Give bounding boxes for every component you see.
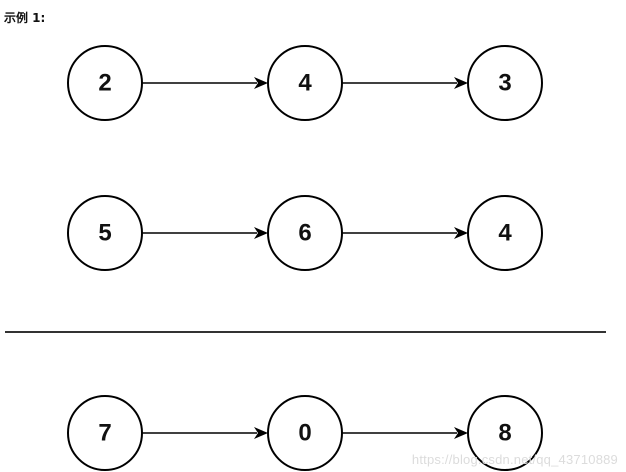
arrow-head-icon xyxy=(254,77,268,89)
node-circle xyxy=(467,195,543,271)
list-node: 2 xyxy=(67,45,143,121)
result-list: 7 0 8 xyxy=(67,395,543,471)
watermark-text: https://blog.csdn.net/qq_43710889 xyxy=(411,452,618,467)
node-value: 5 xyxy=(98,219,111,246)
arrow xyxy=(342,427,468,439)
example-caption: 示例 1: xyxy=(4,11,46,25)
node-circle xyxy=(67,395,143,471)
list-node: 4 xyxy=(467,195,543,271)
node-circle xyxy=(67,195,143,271)
input-list-1: 2 4 3 xyxy=(67,45,543,121)
arrow-head-icon xyxy=(254,427,268,439)
node-circle xyxy=(267,195,343,271)
list-node: 7 xyxy=(67,395,143,471)
arrow-head-icon xyxy=(454,227,468,239)
node-value: 4 xyxy=(498,219,512,246)
node-value: 6 xyxy=(298,219,311,246)
node-value: 8 xyxy=(498,419,511,446)
list-node: 5 xyxy=(67,195,143,271)
node-value: 4 xyxy=(298,69,312,96)
list-node: 0 xyxy=(267,395,343,471)
node-value: 7 xyxy=(98,419,111,446)
list-node: 8 xyxy=(467,395,543,471)
arrow-head-icon xyxy=(454,77,468,89)
node-circle xyxy=(267,395,343,471)
list-node: 4 xyxy=(267,45,343,121)
input-list-2: 5 6 4 xyxy=(67,195,543,271)
node-circle xyxy=(267,45,343,121)
node-value: 0 xyxy=(298,419,311,446)
node-circle xyxy=(67,45,143,121)
node-circle xyxy=(467,395,543,471)
arrow-head-icon xyxy=(454,427,468,439)
node-value: 2 xyxy=(98,69,111,96)
arrow xyxy=(142,77,268,89)
arrow xyxy=(142,427,268,439)
list-node: 3 xyxy=(467,45,543,121)
list-node: 6 xyxy=(267,195,343,271)
node-circle xyxy=(467,45,543,121)
arrow-head-icon xyxy=(254,227,268,239)
arrow xyxy=(142,227,268,239)
arrow xyxy=(342,227,468,239)
node-value: 3 xyxy=(498,69,511,96)
arrow xyxy=(342,77,468,89)
